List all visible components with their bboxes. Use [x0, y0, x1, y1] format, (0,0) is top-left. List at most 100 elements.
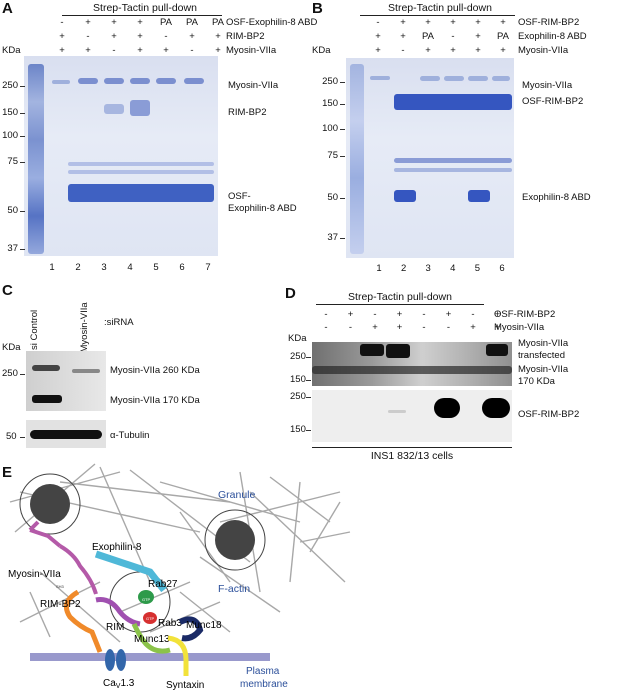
condition-value: +: [189, 31, 195, 42]
granule-label: Granule: [218, 489, 256, 501]
condition-value: +: [372, 322, 378, 333]
rab3-icon: [143, 612, 157, 624]
marker-tick: [340, 156, 345, 157]
marker-tick: [340, 82, 345, 83]
lane-number: 6: [179, 262, 185, 273]
condition-value: +: [347, 309, 354, 320]
myosin-label: Myosin-VIIa: [8, 569, 61, 580]
marker-tick: [20, 249, 25, 250]
marker: 75: [327, 150, 338, 161]
condition-label: OSF-RIM-BP2: [494, 309, 556, 320]
blot-c-top: [26, 351, 106, 411]
condition-value: +: [475, 17, 481, 28]
marker-tick: [20, 211, 25, 212]
marker-tick: [340, 129, 345, 130]
kda-label: KDa: [312, 45, 331, 56]
condition-value: +: [470, 322, 476, 333]
rab27-icon: [138, 590, 154, 604]
condition-value: -: [164, 31, 168, 42]
band-label: OSF-RIM-BP2: [518, 409, 580, 420]
lane-number: 1: [49, 262, 55, 273]
condition-value: +: [400, 31, 406, 42]
panel-d-label: D: [285, 285, 296, 302]
condition-value: -: [348, 322, 353, 333]
marker: 250: [2, 368, 18, 379]
condition-value: +: [375, 45, 381, 56]
lane-number: 6: [499, 263, 505, 274]
condition-value: +: [445, 309, 452, 320]
condition-value: +: [475, 45, 481, 56]
munc13-icon: [131, 622, 171, 654]
marker: 250: [290, 391, 306, 402]
lane-number: 4: [127, 262, 133, 273]
panel-c-label: C: [2, 282, 13, 299]
membrane-label: membrane: [240, 679, 288, 690]
lane-label: si Control: [29, 309, 40, 350]
rim-label: RIM: [106, 622, 124, 633]
band-label: α-Tubulin: [110, 430, 150, 441]
lane-number: 3: [425, 263, 431, 274]
condition-value: PA: [186, 17, 198, 28]
band-label: OSF-: [228, 191, 251, 202]
lane-number: 2: [400, 263, 407, 274]
condition-value: -: [324, 309, 328, 320]
condition-value: +: [400, 17, 406, 28]
band-label: Myosin-VIIa 260 KDa: [110, 365, 200, 376]
condition-label: Exophilin-8 ABD: [518, 31, 587, 42]
band-label: transfected: [518, 350, 565, 361]
blot-d-top: [312, 342, 512, 386]
condition-value: +: [85, 45, 91, 56]
condition-value: -: [112, 45, 116, 56]
kda-label: KDa: [2, 342, 21, 353]
condition-value: PA: [160, 17, 172, 28]
blot-d-bottom: [312, 390, 512, 442]
condition-value: +: [215, 45, 221, 56]
condition-value: +: [375, 31, 381, 42]
condition-value: +: [59, 45, 65, 56]
band-label: Exophilin-8 ABD: [522, 192, 591, 203]
condition-value: -: [86, 31, 90, 42]
marker-tick: [20, 86, 25, 87]
plasma-membrane: [30, 653, 270, 661]
condition-value: +: [163, 45, 169, 56]
marker: 37: [327, 232, 338, 243]
condition-value: -: [422, 322, 426, 333]
condition-value: +: [215, 31, 221, 42]
band-label: Myosin-VIIa: [518, 364, 569, 375]
condition-label: Myosin-VIIa: [518, 45, 569, 56]
condition-value: -: [324, 322, 328, 333]
gel-b: [346, 58, 514, 258]
condition-value: +: [396, 309, 403, 320]
gel-a: [24, 56, 218, 256]
band-label: RIM-BP2: [228, 107, 267, 118]
marker: 150: [290, 374, 306, 385]
panel-e-label: E: [2, 464, 13, 481]
schematic-diagram: Granule F-actin Plasma membrane Myosin-V…: [8, 463, 351, 691]
rim-icon: [95, 597, 141, 627]
marker: 250: [322, 76, 338, 87]
condition-value: +: [494, 309, 501, 320]
lane-number: 4: [450, 263, 456, 274]
condition-label: Myosin-VIIa: [494, 322, 545, 333]
marker: 250: [2, 80, 18, 91]
lane-number: 5: [153, 262, 159, 273]
rab3-label: Rab3: [158, 618, 182, 629]
munc18-label: Munc18: [186, 620, 222, 631]
sirna-label: :siRNA: [104, 317, 134, 328]
panel-b-title: Strep-Tactin pull-down: [388, 2, 492, 14]
band-label: Myosin-VIIa: [522, 80, 573, 91]
condition-value: +: [475, 31, 481, 42]
condition-value: +: [500, 45, 506, 56]
condition-value: -: [446, 322, 451, 333]
kda-label: KDa: [2, 45, 21, 56]
condition-value: PA: [422, 31, 434, 42]
marker: 250: [290, 351, 306, 362]
band-label: Myosin-VIIa: [228, 80, 279, 91]
rab27-label: Rab27: [148, 579, 178, 590]
lane-number: 1: [376, 263, 382, 274]
marker: 150: [290, 424, 306, 435]
condition-value: -: [422, 309, 426, 320]
gtp-label: GTP: [146, 616, 155, 621]
lane-number: 3: [101, 262, 107, 273]
condition-value: -: [401, 45, 405, 56]
